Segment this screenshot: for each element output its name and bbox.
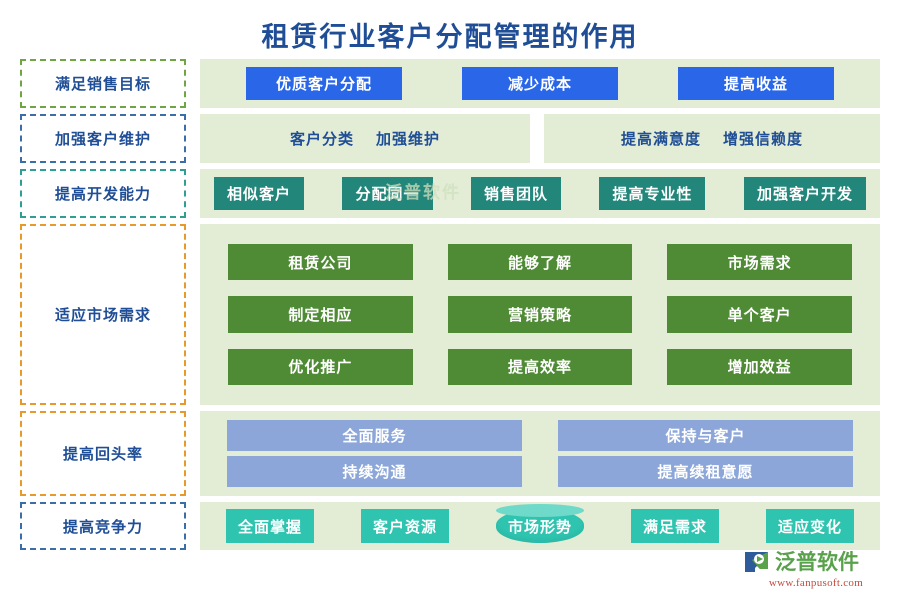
text-improve-satisfaction[interactable]: 提高满意度: [620, 130, 701, 148]
row-label-text: 加强客户维护: [54, 130, 151, 148]
row1-body: 优质客户分配 减少成本 提高收益: [200, 59, 880, 108]
text-customer-classification[interactable]: 客户分类: [289, 130, 354, 148]
chip-able-to-understand[interactable]: 能够了解: [447, 244, 633, 281]
chip-assign-same[interactable]: 分配同一: [342, 177, 433, 210]
row6-panel: 全面掌握 客户资源 市场形势 满足需求 适应变化: [200, 502, 880, 550]
row-label-satisfy-sales-target[interactable]: 满足销售目标: [20, 59, 186, 108]
row3-panel: 相似客户 分配同一 销售团队 提高专业性 加强客户开发: [200, 169, 880, 218]
chip-similar-customers[interactable]: 相似客户: [214, 177, 305, 210]
chip-strengthen-customer-development[interactable]: 加强客户开发: [743, 177, 866, 210]
row2-body: 客户分类 加强维护 提高满意度 增强信赖度: [200, 114, 880, 163]
row3-body: 相似客户 分配同一 销售团队 提高专业性 加强客户开发: [200, 169, 880, 218]
text-enhance-trust[interactable]: 增强信赖度: [723, 130, 804, 148]
chip-improve-efficiency[interactable]: 提高效率: [447, 348, 633, 385]
chip-adapt-to-change[interactable]: 适应变化: [765, 509, 854, 543]
chip-quality-customer-allocation[interactable]: 优质客户分配: [246, 67, 402, 100]
row-satisfy-sales-target: 满足销售目标 优质客户分配 减少成本 提高收益: [20, 59, 880, 108]
chip-market-situation-cylinder[interactable]: 市场形势: [495, 504, 584, 543]
chip-market-demand[interactable]: 市场需求: [667, 244, 852, 281]
chip-increase-revenue[interactable]: 提高收益: [678, 67, 834, 100]
row-label-adapt-market-demand[interactable]: 适应市场需求: [20, 224, 186, 405]
logo-brand-text: 泛普软件: [775, 550, 859, 574]
chip-full-grasp[interactable]: 全面掌握: [226, 509, 315, 543]
row-improve-repeat-rate: 提高回头率 全面服务 保持与客户 持续沟通 提高续租意愿: [20, 411, 880, 496]
chip-increase-benefit[interactable]: 增加效益: [667, 348, 852, 385]
row-label-text: 满足销售目标: [54, 75, 151, 93]
row4-body: 租赁公司 能够了解 市场需求 制定相应 营销策略 单个客户 优化推广 提高效率 …: [200, 224, 880, 405]
fanpu-logo-icon: [742, 547, 772, 575]
row1-panel: 优质客户分配 减少成本 提高收益: [200, 59, 880, 108]
row-adapt-market-demand: 适应市场需求 租赁公司 能够了解 市场需求 制定相应 营销策略 单个客户 优化推…: [20, 224, 880, 405]
row-improve-development-capability: 提高开发能力 相似客户 分配同一 销售团队 提高专业性 加强客户开发: [20, 169, 880, 218]
row-label-text: 提高竞争力: [62, 517, 143, 536]
row-label-text: 提高开发能力: [54, 185, 151, 203]
row5-panel: 全面服务 保持与客户 持续沟通 提高续租意愿: [200, 411, 880, 496]
chip-maintain-with-customer[interactable]: 保持与客户: [558, 420, 853, 451]
chip-improve-professionalism[interactable]: 提高专业性: [599, 177, 706, 210]
logo-url-text: www.fanpusoft.com: [768, 577, 864, 589]
row6-body: 全面掌握 客户资源 市场形势 满足需求 适应变化: [200, 502, 880, 550]
row-label-text: 适应市场需求: [54, 306, 151, 324]
chip-continuous-communication[interactable]: 持续沟通: [227, 456, 522, 487]
chip-marketing-strategy[interactable]: 营销策略: [447, 296, 633, 333]
chip-meet-demand[interactable]: 满足需求: [630, 509, 719, 543]
text-strengthen-maintenance[interactable]: 加强维护: [376, 130, 441, 148]
row-label-improve-repeat-rate[interactable]: 提高回头率: [20, 411, 186, 496]
chip-sales-team[interactable]: 销售团队: [470, 177, 561, 210]
chip-leasing-company[interactable]: 租赁公司: [228, 244, 413, 281]
chip-market-situation-label: 市场形势: [507, 517, 572, 536]
row5-body: 全面服务 保持与客户 持续沟通 提高续租意愿: [200, 411, 880, 496]
chip-customer-resources[interactable]: 客户资源: [360, 509, 449, 543]
chip-individual-customer[interactable]: 单个客户: [667, 296, 852, 333]
row-improve-competitiveness: 提高竞争力 全面掌握 客户资源 市场形势 满足需求 适应变化: [20, 502, 880, 550]
chip-optimize-promotion[interactable]: 优化推广: [228, 348, 413, 385]
chip-improve-renewal-willingness[interactable]: 提高续租意愿: [558, 456, 853, 487]
logo-row: 泛普软件: [742, 546, 890, 576]
cylinder-top-ellipse: [495, 504, 584, 517]
chip-formulate-corresponding[interactable]: 制定相应: [228, 296, 413, 333]
chip-reduce-cost[interactable]: 减少成本: [462, 67, 618, 100]
row-strengthen-customer-maintenance: 加强客户维护 客户分类 加强维护 提高满意度 增强信赖度: [20, 114, 880, 163]
row-label-improve-development-capability[interactable]: 提高开发能力: [20, 169, 186, 218]
page-title: 租赁行业客户分配管理的作用: [261, 22, 639, 53]
row-label-strengthen-customer-maintenance[interactable]: 加强客户维护: [20, 114, 186, 163]
chip-comprehensive-service[interactable]: 全面服务: [227, 420, 522, 451]
row-label-text: 提高回头率: [62, 445, 143, 463]
row4-panel: 租赁公司 能够了解 市场需求 制定相应 营销策略 单个客户 优化推广 提高效率 …: [200, 224, 880, 405]
row-label-improve-competitiveness[interactable]: 提高竞争力: [20, 502, 186, 550]
brand-watermark: 泛普软件 www.fanpusoft.com: [742, 546, 890, 594]
row2-panel-b: 提高满意度 增强信赖度: [544, 114, 880, 163]
row2-panel-a: 客户分类 加强维护: [200, 114, 530, 163]
